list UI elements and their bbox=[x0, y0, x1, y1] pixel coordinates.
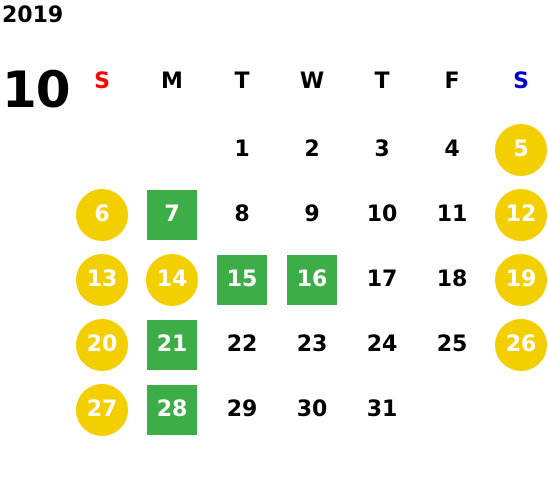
calendar-day[interactable]: 28 bbox=[147, 385, 197, 435]
calendar-day[interactable]: 26 bbox=[495, 319, 547, 371]
calendar-day[interactable]: 25 bbox=[436, 332, 468, 357]
calendar-day[interactable]: 17 bbox=[366, 267, 398, 292]
calendar-day[interactable]: 14 bbox=[146, 254, 198, 306]
calendar-day[interactable]: 10 bbox=[366, 202, 398, 227]
calendar-day[interactable]: 23 bbox=[296, 332, 328, 357]
calendar-day[interactable]: 4 bbox=[444, 137, 460, 162]
calendar-day[interactable]: 12 bbox=[495, 189, 547, 241]
calendar-day[interactable]: 20 bbox=[76, 319, 128, 371]
calendar-day[interactable]: 5 bbox=[495, 124, 547, 176]
calendar-day[interactable]: 15 bbox=[217, 255, 267, 305]
calendar-day[interactable]: 13 bbox=[76, 254, 128, 306]
calendar-day[interactable]: 7 bbox=[147, 190, 197, 240]
calendar-day[interactable]: 31 bbox=[366, 397, 398, 422]
weekday-header-0: S bbox=[94, 69, 110, 94]
calendar-day[interactable]: 24 bbox=[366, 332, 398, 357]
calendar-day[interactable]: 27 bbox=[76, 384, 128, 436]
calendar-day[interactable]: 29 bbox=[226, 397, 258, 422]
weekday-header-1: M bbox=[161, 69, 183, 94]
weekday-header-2: T bbox=[234, 69, 250, 94]
weekday-header-6: S bbox=[513, 69, 529, 94]
calendar-day[interactable]: 16 bbox=[287, 255, 337, 305]
weekday-header-5: F bbox=[444, 69, 460, 94]
calendar-day[interactable]: 9 bbox=[304, 202, 320, 227]
calendar-day[interactable]: 3 bbox=[374, 137, 390, 162]
calendar-day[interactable]: 22 bbox=[226, 332, 258, 357]
calendar-day[interactable]: 18 bbox=[436, 267, 468, 292]
calendar-day[interactable]: 19 bbox=[495, 254, 547, 306]
calendar-day[interactable]: 21 bbox=[147, 320, 197, 370]
year-label: 2019 bbox=[2, 3, 64, 28]
month-label: 10 bbox=[2, 61, 71, 119]
weekday-header-3: W bbox=[299, 69, 325, 94]
calendar-day[interactable]: 1 bbox=[234, 137, 250, 162]
calendar-day[interactable]: 8 bbox=[234, 202, 250, 227]
calendar-day[interactable]: 11 bbox=[436, 202, 468, 227]
calendar-day[interactable]: 30 bbox=[296, 397, 328, 422]
calendar-day[interactable]: 6 bbox=[76, 189, 128, 241]
weekday-header-4: T bbox=[374, 69, 390, 94]
calendar-day[interactable]: 2 bbox=[304, 137, 320, 162]
